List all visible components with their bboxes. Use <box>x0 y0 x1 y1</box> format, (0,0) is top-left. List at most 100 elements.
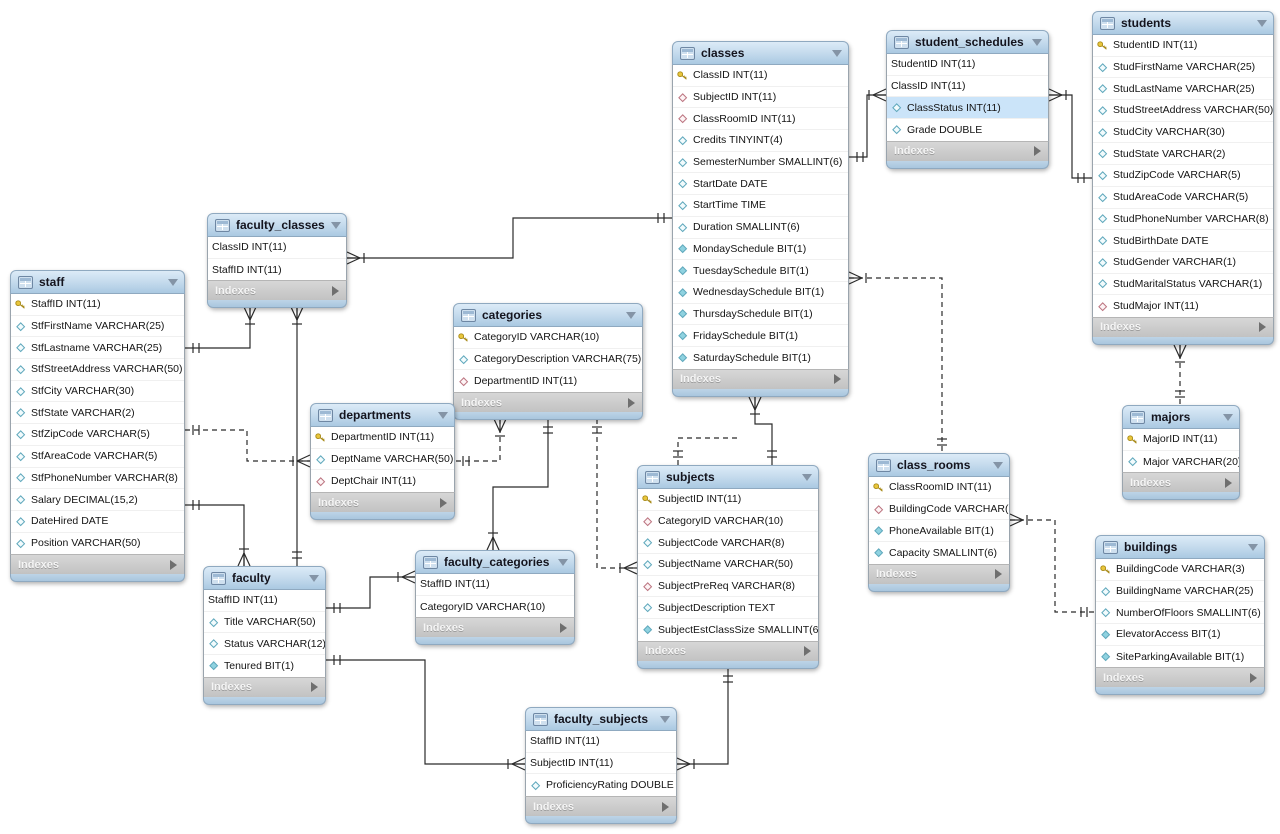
column-row-buildingcode[interactable]: BuildingCode VARCHAR(3) <box>1096 559 1264 581</box>
expand-chevron-right-icon[interactable] <box>560 622 567 633</box>
relationship-classes-student_schedules[interactable] <box>849 88 887 162</box>
column-row-salary[interactable]: Salary DECIMAL(15,2) <box>11 489 184 511</box>
column-row-categoryid[interactable]: CategoryID VARCHAR(10) <box>638 511 818 533</box>
collapse-chevron-down-icon[interactable] <box>309 574 319 582</box>
column-row-studlastname[interactable]: StudLastName VARCHAR(25) <box>1093 78 1273 101</box>
relationship-students-student_schedules[interactable] <box>1048 88 1092 183</box>
table-header-departments[interactable]: departments <box>310 403 455 427</box>
column-row-stfstate[interactable]: StfState VARCHAR(2) <box>11 402 184 425</box>
expand-chevron-right-icon[interactable] <box>662 801 669 812</box>
column-row-credits[interactable]: Credits TINYINT(4) <box>673 130 848 152</box>
column-row-categoryid[interactable]: CategoryID VARCHAR(10) <box>454 327 642 349</box>
column-row-subjectprereq[interactable]: SubjectPreReq VARCHAR(8) <box>638 576 818 598</box>
relationship-staff-faculty_classes[interactable] <box>185 306 257 353</box>
indexes-bar[interactable]: Indexes <box>1095 667 1265 688</box>
collapse-chevron-down-icon[interactable] <box>558 558 568 566</box>
relationship-staff-faculty[interactable] <box>185 500 251 567</box>
collapse-chevron-down-icon[interactable] <box>330 221 341 229</box>
column-row-buildingname[interactable]: BuildingName VARCHAR(25) <box>1096 581 1264 603</box>
expand-chevron-right-icon[interactable] <box>804 646 811 657</box>
column-row-subjectid[interactable]: SubjectID INT(11) <box>673 87 848 109</box>
column-row-tenured[interactable]: Tenured BIT(1) <box>204 655 325 677</box>
column-row-staffid[interactable]: StaffID INT(11) <box>11 294 184 316</box>
column-row-studentid[interactable]: StudentID INT(11) <box>887 54 1048 76</box>
column-row-buildingcode[interactable]: BuildingCode VARCHAR(3) <box>869 499 1009 521</box>
column-row-position[interactable]: Position VARCHAR(50) <box>11 533 184 555</box>
table-header-majors[interactable]: majors <box>1122 405 1240 429</box>
column-row-subjectname[interactable]: SubjectName VARCHAR(50) <box>638 554 818 576</box>
collapse-chevron-down-icon[interactable] <box>993 461 1003 469</box>
column-row-capacity[interactable]: Capacity SMALLINT(6) <box>869 542 1009 564</box>
expand-chevron-right-icon[interactable] <box>995 569 1002 580</box>
collapse-chevron-down-icon[interactable] <box>660 715 670 723</box>
column-row-studfirstname[interactable]: StudFirstName VARCHAR(25) <box>1093 57 1273 79</box>
column-row-subjectdescription[interactable]: SubjectDescription TEXT <box>638 597 818 620</box>
indexes-bar[interactable]: Indexes <box>525 796 677 817</box>
column-row-elevatoraccess[interactable]: ElevatorAccess BIT(1) <box>1096 624 1264 646</box>
column-row-studgender[interactable]: StudGender VARCHAR(1) <box>1093 252 1273 274</box>
column-row-semesternumber[interactable]: SemesterNumber SMALLINT(6) <box>673 152 848 174</box>
indexes-bar[interactable]: Indexes <box>1092 316 1274 337</box>
column-row-proficiencyrating[interactable]: ProficiencyRating DOUBLE <box>526 774 676 796</box>
table-header-faculty_categories[interactable]: faculty_categories <box>415 550 575 574</box>
collapse-chevron-down-icon[interactable] <box>438 411 448 419</box>
column-row-stflastname[interactable]: StfLastname VARCHAR(25) <box>11 337 184 360</box>
column-row-stffirstname[interactable]: StfFirstName VARCHAR(25) <box>11 316 184 338</box>
column-row-classid[interactable]: ClassID INT(11) <box>673 65 848 87</box>
column-row-staffid[interactable]: StaffID INT(11) <box>208 259 346 281</box>
indexes-bar[interactable]: Indexes <box>415 617 575 638</box>
collapse-chevron-down-icon[interactable] <box>626 311 636 319</box>
collapse-chevron-down-icon[interactable] <box>1223 413 1233 421</box>
column-row-departmentid[interactable]: DepartmentID INT(11) <box>311 427 454 449</box>
collapse-chevron-down-icon[interactable] <box>1257 19 1267 27</box>
table-header-categories[interactable]: categories <box>453 303 643 327</box>
column-row-classroomid[interactable]: ClassRoomID INT(11) <box>869 477 1009 499</box>
table-header-faculty_classes[interactable]: faculty_classes <box>207 213 347 237</box>
table-header-classes[interactable]: classes <box>672 41 849 65</box>
table-header-class_rooms[interactable]: class_rooms <box>868 453 1010 477</box>
column-row-mondayschedule[interactable]: MondaySchedule BIT(1) <box>673 239 848 261</box>
expand-chevron-right-icon[interactable] <box>1259 322 1266 333</box>
column-row-deptchair[interactable]: DeptChair INT(11) <box>311 470 454 492</box>
column-row-grade[interactable]: Grade DOUBLE <box>887 119 1048 141</box>
column-row-categoryid[interactable]: CategoryID VARCHAR(10) <box>416 596 574 618</box>
column-row-stfcity[interactable]: StfCity VARCHAR(30) <box>11 381 184 403</box>
relationship-students-majors[interactable] <box>1173 344 1187 405</box>
collapse-chevron-down-icon[interactable] <box>1032 38 1042 46</box>
column-row-subjectcode[interactable]: SubjectCode VARCHAR(8) <box>638 532 818 555</box>
expand-chevron-right-icon[interactable] <box>311 682 318 693</box>
column-row-studstate[interactable]: StudState VARCHAR(2) <box>1093 143 1273 166</box>
column-row-classstatus[interactable]: ClassStatus INT(11) <box>887 97 1048 120</box>
relationship-subjects-faculty_subjects[interactable] <box>676 668 733 771</box>
indexes-bar[interactable]: Indexes <box>453 392 643 413</box>
column-row-studphonenumber[interactable]: StudPhoneNumber VARCHAR(8) <box>1093 209 1273 231</box>
column-row-studmajor[interactable]: StudMajor INT(11) <box>1093 295 1273 317</box>
table-header-students[interactable]: students <box>1092 11 1274 35</box>
relationship-subjects-selfref[interactable] <box>673 437 737 465</box>
table-header-staff[interactable]: staff <box>10 270 185 294</box>
relationship-categories-subjects[interactable] <box>592 419 638 575</box>
column-row-majorid[interactable]: MajorID INT(11) <box>1123 429 1239 451</box>
relationship-faculty_classes-faculty[interactable] <box>290 306 304 566</box>
column-row-status[interactable]: Status VARCHAR(12) <box>204 633 325 656</box>
indexes-bar[interactable]: Indexes <box>10 554 185 575</box>
column-row-studmaritalstatus[interactable]: StudMaritalStatus VARCHAR(1) <box>1093 274 1273 296</box>
column-row-classroomid[interactable]: ClassRoomID INT(11) <box>673 108 848 131</box>
table-header-faculty_subjects[interactable]: faculty_subjects <box>525 707 677 731</box>
relationship-categories-departments[interactable] <box>455 418 507 466</box>
column-row-studzipcode[interactable]: StudZipCode VARCHAR(5) <box>1093 165 1273 187</box>
column-row-wednesdayschedule[interactable]: WednesdaySchedule BIT(1) <box>673 282 848 304</box>
relationship-classes-class_rooms[interactable] <box>848 271 947 453</box>
table-header-subjects[interactable]: subjects <box>637 465 819 489</box>
table-header-student_schedules[interactable]: student_schedules <box>886 30 1049 54</box>
collapse-chevron-down-icon[interactable] <box>1248 543 1258 551</box>
